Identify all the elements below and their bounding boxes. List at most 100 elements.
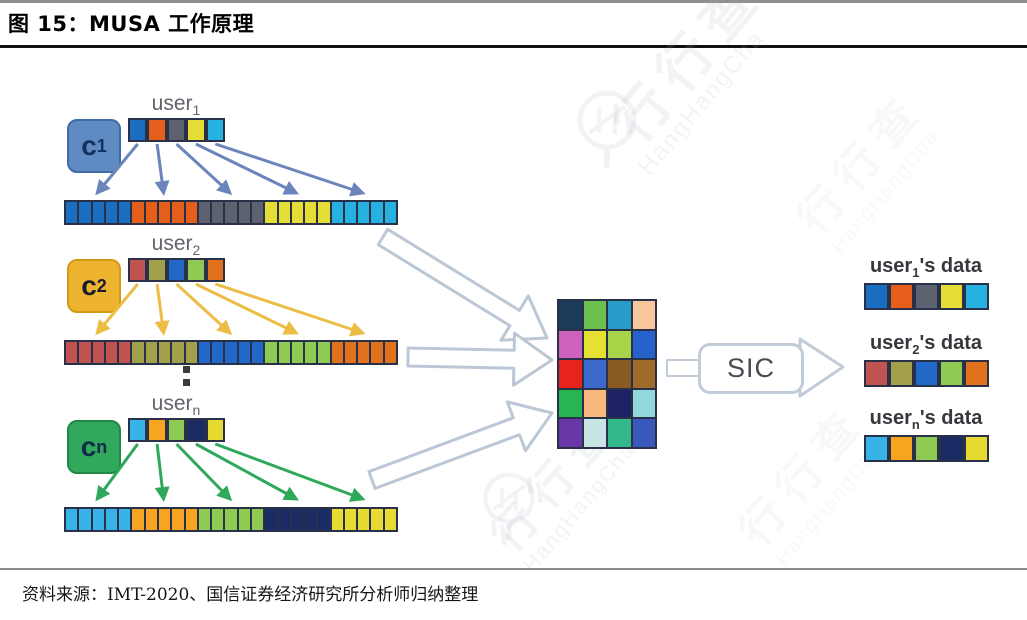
spread-arrow (154, 283, 170, 336)
output-chip (913, 283, 939, 310)
symbol-cell (128, 258, 148, 282)
spread-chip (104, 341, 119, 364)
symbol-cell (186, 418, 206, 442)
spread-chip (277, 508, 291, 531)
spread-chip (237, 201, 251, 224)
spread-chip (383, 508, 398, 531)
usern-label: usern (151, 392, 201, 419)
user1-spread-arrows (95, 143, 366, 197)
usern-spread-sequence (64, 507, 398, 532)
spread-chip (250, 508, 265, 531)
spread-arrow (95, 143, 139, 196)
usern-spread-arrows (95, 443, 366, 502)
output-chip (863, 283, 889, 310)
symbol-cell (186, 118, 206, 142)
symbol-cell (166, 118, 187, 142)
matrix-cell (583, 330, 606, 359)
output-chip (938, 283, 964, 310)
user2-output: user2's data (850, 332, 1002, 387)
spread-chip (383, 341, 398, 364)
spread-chip (330, 341, 344, 364)
matrix-cell (632, 301, 655, 329)
spread-chip (78, 201, 92, 224)
spread-chip (290, 508, 305, 531)
user2-spread-arrows (95, 283, 366, 337)
spread-arrow (154, 443, 170, 502)
symbol-cell (205, 258, 226, 282)
matrix-cell (559, 389, 582, 418)
figure-title: 图 15：MUSA 工作原理 (8, 12, 255, 36)
spread-chip (184, 201, 198, 224)
spread-chip (237, 508, 251, 531)
watermark-magnifier-icon (577, 90, 637, 168)
matrix-cell (583, 419, 606, 447)
output-chip (888, 360, 914, 387)
user1-output-label: user1's data (869, 255, 983, 280)
spread-chip (144, 341, 158, 364)
spread-chip (91, 508, 105, 531)
user1-output-strip (863, 283, 989, 310)
matrix-cell (608, 330, 631, 359)
spread-arrow (175, 143, 233, 196)
superposed-signal-matrix (557, 299, 657, 449)
spread-chip (157, 508, 172, 531)
spread-chip (171, 201, 185, 224)
spread-chip (131, 508, 145, 531)
symbol-cell (166, 258, 187, 282)
watermark-brand-text: 行行查 (788, 82, 935, 243)
spread-arrow (175, 443, 233, 502)
spread-chip (65, 508, 79, 531)
watermark-magnifier-icon (483, 472, 535, 541)
matrix-cell (632, 360, 655, 388)
output-chip (863, 435, 889, 462)
watermark-brand-text: 行行查 (602, 0, 776, 154)
sic-box: SIC (698, 343, 804, 394)
symbol-cell (147, 258, 167, 282)
symbol-cell (147, 418, 167, 442)
spread-chip (383, 201, 398, 224)
spread-arrow (195, 283, 300, 335)
symbol-cell (166, 418, 187, 442)
spread-chip (144, 508, 158, 531)
spread-arrow (195, 143, 300, 195)
spread-chip (330, 201, 344, 224)
symbol-cell (128, 118, 148, 142)
spread-arrow (175, 283, 233, 336)
spread-chip (211, 341, 225, 364)
spread-chip (264, 341, 278, 364)
symbol-cell (128, 418, 148, 442)
symbol-cell (186, 258, 206, 282)
user1-output: user1's data (850, 255, 1002, 310)
spread-chip (184, 508, 198, 531)
spread-chip (104, 201, 119, 224)
matrix-cell (583, 389, 606, 418)
spread-chip (357, 508, 371, 531)
merge-arrow-user2 (406, 331, 554, 387)
spread-chip (197, 508, 212, 531)
spread-arrow (95, 443, 139, 502)
spread-chip (91, 201, 105, 224)
ellipsis-dot (183, 379, 190, 386)
spread-chip (317, 341, 331, 364)
spread-chip (317, 508, 331, 531)
usern-output-label: usern's data (869, 407, 983, 432)
spread-chip (237, 341, 251, 364)
top-border-line (0, 0, 1027, 3)
output-chip (963, 283, 989, 310)
spread-chip (343, 201, 358, 224)
output-chip (938, 435, 964, 462)
output-chip (963, 360, 989, 387)
matrix-cell (632, 389, 655, 418)
user2-spread-sequence (64, 340, 398, 365)
spread-chip (211, 508, 225, 531)
output-chip (963, 435, 989, 462)
spread-chip (264, 201, 278, 224)
spread-chip (65, 341, 79, 364)
matrix-cell (583, 360, 606, 388)
spread-arrow (214, 283, 366, 337)
symbol-cell (205, 418, 226, 442)
user1-spread-sequence (64, 200, 398, 225)
